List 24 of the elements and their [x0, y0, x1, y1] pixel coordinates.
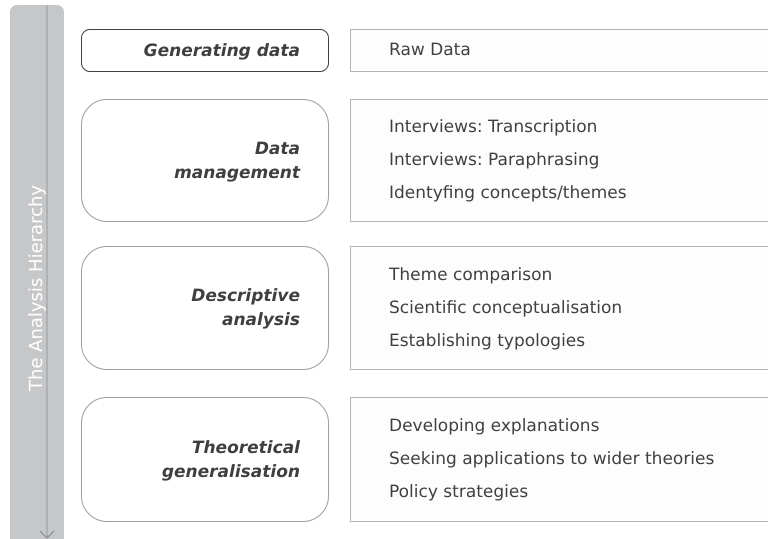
stage-label: Generating data: [142, 40, 300, 62]
stage-box: [81, 99, 329, 222]
activity-item: Policy strategies: [389, 481, 530, 504]
activity-item: Theme comparison: [389, 264, 554, 286]
stage-label: Descriptive analysis: [190, 285, 300, 332]
stage-box: [81, 29, 329, 72]
activity-item: Establishing typologies: [389, 330, 586, 352]
activity-item: Interviews: Paraphrasing: [389, 149, 600, 172]
hierarchy-band: [10, 5, 64, 539]
activity-item: Raw Data: [389, 39, 472, 62]
activity-box: [350, 397, 768, 522]
activity-item: Identyfing concepts/themes: [389, 182, 628, 205]
activity-box: [350, 246, 768, 370]
stage-label: Data management: [173, 138, 300, 184]
activity-item: Interviews: Transcription: [389, 116, 598, 139]
activity-item: Developing explanations: [389, 415, 600, 438]
activity-item: Scientific conceptualisation: [389, 296, 624, 320]
stage-box: [81, 246, 329, 370]
band-title: The Analysis Hierarchy: [28, 184, 46, 392]
stage-label: Theoretical generalisation: [160, 436, 300, 484]
activity-item: Seeking applications to wider theories: [389, 448, 716, 471]
stage-box: [81, 397, 329, 522]
activity-box: [350, 29, 768, 72]
activity-box: [350, 99, 768, 222]
